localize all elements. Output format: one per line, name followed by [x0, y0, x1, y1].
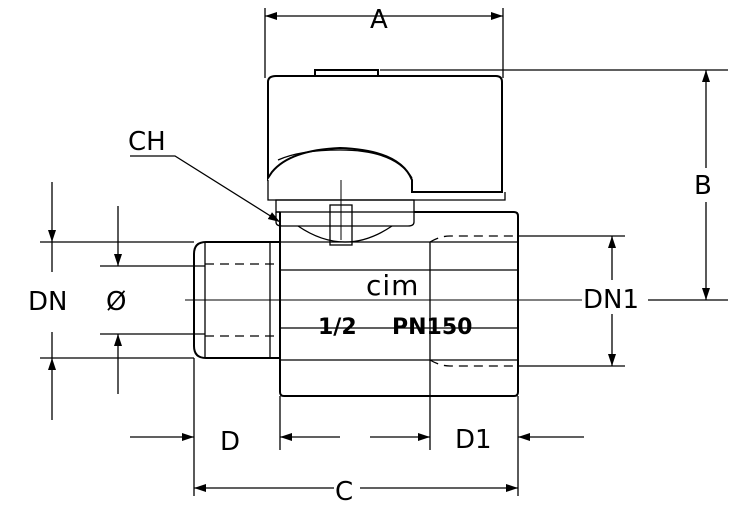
dimension-c: C	[194, 472, 518, 507]
dimension-d1-label: D1	[455, 425, 492, 455]
dimension-b: B	[380, 69, 728, 301]
valve-handle	[267, 69, 506, 201]
dimension-d1: D1	[370, 360, 584, 496]
body-pressure-marking: PN150	[392, 315, 472, 340]
dimension-diameter: Ø	[100, 206, 205, 394]
dimension-d-label: D	[220, 427, 240, 457]
dimension-c-label: C	[335, 477, 353, 507]
dimension-ch-label: CH	[128, 127, 166, 157]
dimension-ch: CH	[128, 127, 281, 223]
dimension-b-label: B	[694, 171, 712, 201]
dimension-dn-label: DN	[28, 287, 67, 317]
body-size-marking: 1/2	[318, 315, 357, 340]
female-thread-lines	[429, 235, 518, 367]
dimension-d: D	[130, 358, 340, 496]
valve-body	[276, 211, 519, 397]
dimension-a-label: A	[370, 5, 388, 35]
dimension-diameter-label: Ø	[106, 287, 126, 317]
dimension-dn: DN	[28, 182, 194, 420]
valve-stem	[275, 180, 415, 246]
dimension-a: A	[264, 5, 504, 78]
dimension-dn1: DN1	[518, 235, 648, 367]
dimension-dn1-label: DN1	[583, 285, 639, 315]
body-logo: cim	[366, 269, 419, 302]
